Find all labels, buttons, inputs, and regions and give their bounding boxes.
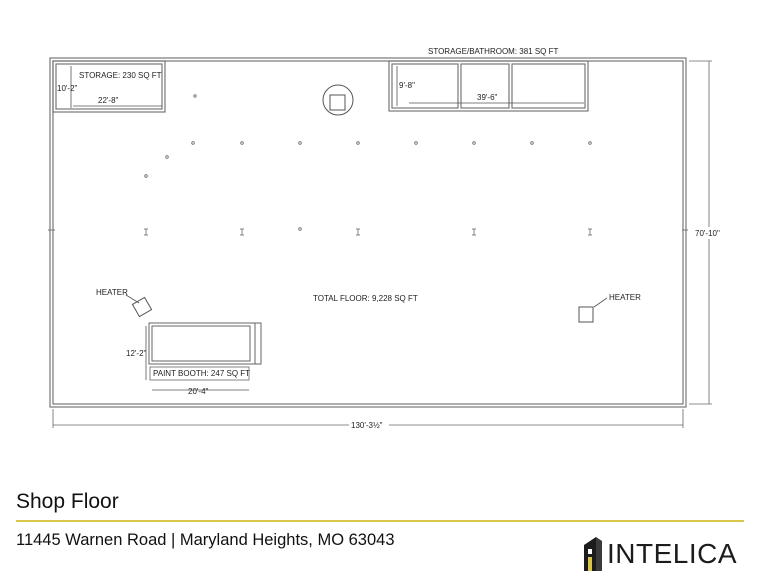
- building-outline: [49, 57, 687, 408]
- column-markers: [144, 94, 592, 231]
- intelica-logo: INTELICA: [582, 534, 737, 574]
- property-address: 11445 Warnen Road | Maryland Heights, MO…: [16, 531, 395, 549]
- logo-text: INTELICA: [607, 538, 738, 569]
- spiral-stair: [322, 84, 354, 116]
- heater-right-label: HEATER: [609, 293, 641, 302]
- footer-divider: [16, 520, 744, 522]
- paint-booth: [148, 322, 262, 365]
- beam-markers: [144, 228, 592, 236]
- storage-bathroom-label: STORAGE/BATHROOM: 381 SQ FT: [428, 47, 559, 56]
- bath-width-label: 39'-6": [477, 93, 498, 102]
- overall-width-bg: [349, 418, 389, 430]
- heater-left-label: HEATER: [96, 288, 128, 297]
- paint-booth-label-box: [149, 366, 250, 381]
- storage-label: STORAGE: 230 SQ FT: [79, 71, 162, 80]
- storage-height-label: 10'-2": [57, 84, 78, 93]
- booth-width-label: 20'-4": [188, 387, 209, 396]
- overall-height-bg: [695, 227, 723, 239]
- page-title: Shop Floor: [16, 490, 119, 513]
- bathroom-rooms: [388, 60, 589, 112]
- overall-height-label: 70'-10": [695, 229, 720, 238]
- total-floor-label: TOTAL FLOOR: 9,228 SQ FT: [313, 294, 418, 303]
- booth-height-label: 12'-2": [126, 349, 147, 358]
- heater-right-leader: [593, 297, 608, 308]
- storage-width-label: 22'-8": [98, 96, 119, 105]
- bath-height-label: 9'-8": [399, 81, 415, 90]
- storage-room: [52, 60, 166, 113]
- intelica-building-icon: [584, 537, 602, 571]
- floor-plan: STORAGE: 230 SQ FT 10'-2" 22'-8" STORAGE…: [48, 47, 723, 430]
- heater-right-unit: [578, 306, 594, 323]
- heater-left-unit: [131, 296, 153, 318]
- overall-width-label: 130'-3½": [351, 421, 383, 430]
- paint-booth-label: PAINT BOOTH: 247 SQ FT: [153, 369, 250, 378]
